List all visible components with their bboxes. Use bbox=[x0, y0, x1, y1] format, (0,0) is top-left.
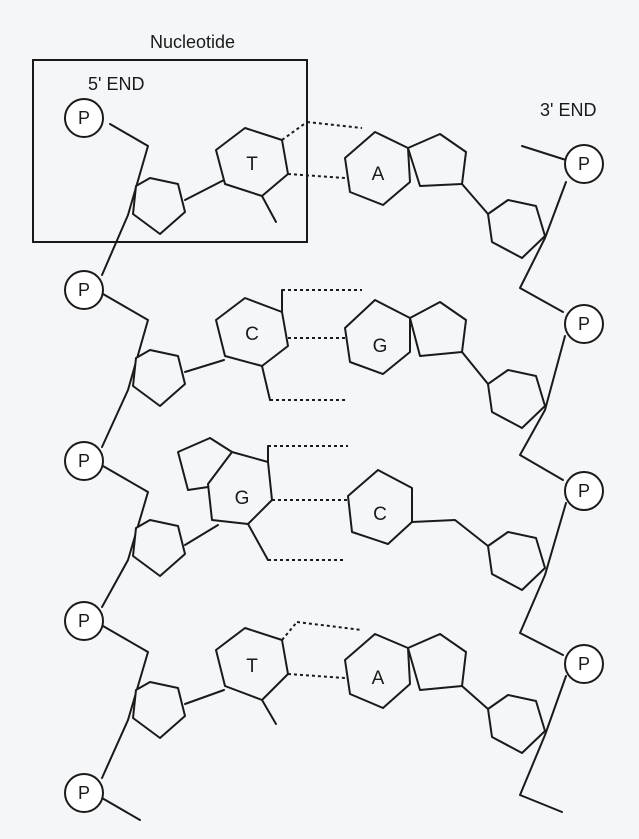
phosphate-group: P bbox=[564, 304, 604, 344]
base-pair-2: C G bbox=[184, 289, 489, 401]
base-pair-4: T A bbox=[184, 621, 489, 725]
base-label: C bbox=[245, 324, 259, 345]
phosphate-group: P bbox=[64, 773, 104, 813]
phosphate-label: P bbox=[578, 654, 590, 674]
phosphate-group: P bbox=[564, 144, 604, 184]
five-prime-end-label: 5' END bbox=[88, 74, 144, 94]
phosphate-label: P bbox=[78, 451, 90, 471]
phosphate-label: P bbox=[578, 481, 590, 501]
deoxyribose-sugar bbox=[132, 519, 186, 577]
phosphate-label: P bbox=[578, 314, 590, 334]
base-label: T bbox=[246, 656, 258, 677]
three-prime-end-label: 3' END bbox=[540, 100, 596, 120]
purine-five-ring bbox=[407, 133, 467, 187]
base-label: G bbox=[373, 336, 388, 357]
phosphate-group: P bbox=[64, 601, 104, 641]
phosphate-group: P bbox=[564, 644, 604, 684]
nucleotide-box bbox=[32, 59, 308, 243]
phosphate-group: P bbox=[564, 471, 604, 511]
deoxyribose-sugar bbox=[132, 681, 186, 739]
base-label: A bbox=[372, 164, 385, 185]
base-label: T bbox=[246, 154, 258, 175]
deoxyribose-sugar bbox=[487, 369, 546, 429]
phosphate-label: P bbox=[78, 611, 90, 631]
phosphate-label: P bbox=[578, 154, 590, 174]
phosphate-group: P bbox=[64, 270, 104, 310]
deoxyribose-sugar bbox=[487, 694, 546, 754]
phosphate-label: P bbox=[78, 783, 90, 803]
right-backbone bbox=[487, 145, 567, 813]
deoxyribose-sugar bbox=[132, 177, 186, 235]
deoxyribose-sugar bbox=[487, 531, 546, 591]
base-pair-1: T A bbox=[184, 121, 489, 223]
base-pair-3: G C bbox=[177, 437, 489, 561]
pyrimidine-ring bbox=[347, 469, 413, 545]
base-label: A bbox=[372, 668, 385, 689]
purine-five-ring bbox=[409, 301, 467, 357]
base-label: C bbox=[373, 504, 387, 525]
phosphate-label: P bbox=[78, 108, 90, 128]
deoxyribose-sugar bbox=[487, 199, 546, 259]
left-backbone bbox=[101, 123, 186, 821]
purine-five-ring bbox=[407, 633, 467, 691]
phosphate-group: P bbox=[64, 98, 104, 138]
phosphate-label: P bbox=[78, 280, 90, 300]
phosphate-group: P bbox=[64, 441, 104, 481]
nucleotide-label: Nucleotide bbox=[150, 32, 235, 52]
base-label: G bbox=[235, 488, 250, 509]
deoxyribose-sugar bbox=[132, 349, 186, 407]
